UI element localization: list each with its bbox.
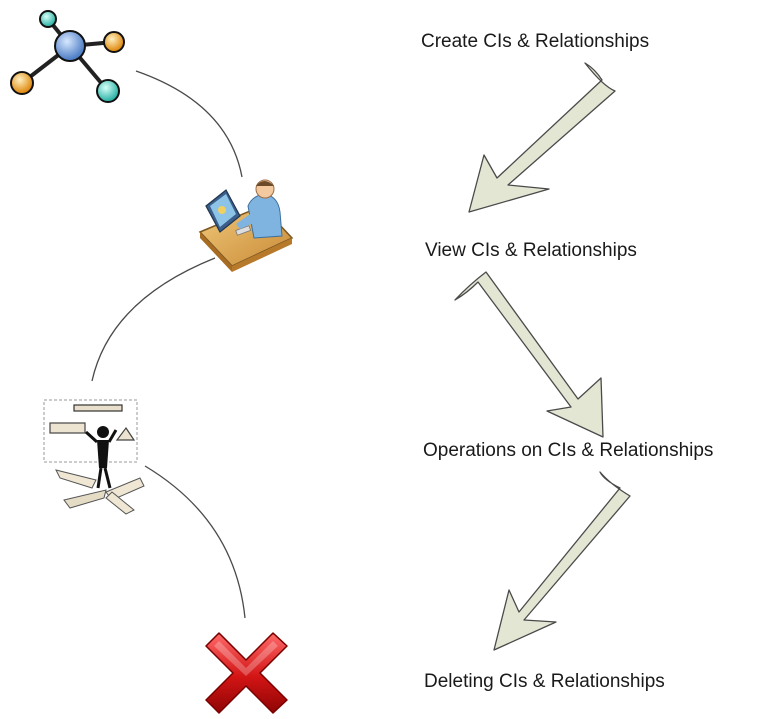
connector-curve-1 bbox=[135, 70, 243, 178]
molecule-network-icon bbox=[10, 10, 125, 103]
step-label-create: Create CIs & Relationships bbox=[421, 31, 650, 52]
step-label-view: View CIs & Relationships bbox=[425, 240, 637, 261]
person-at-computer-icon bbox=[198, 179, 294, 272]
step-label-delete: Deleting CIs & Relationships bbox=[424, 671, 665, 692]
worker-with-blueprints-icon bbox=[43, 399, 145, 515]
step-label-operations: Operations on CIs & Relationships bbox=[423, 440, 714, 461]
flow-arrow-3 bbox=[493, 471, 631, 651]
red-x-delete-icon bbox=[205, 632, 288, 714]
connector-curve-2 bbox=[91, 257, 216, 382]
flow-arrow-2 bbox=[454, 271, 604, 438]
flow-arrow-1 bbox=[468, 62, 616, 213]
connector-curve-3 bbox=[144, 465, 246, 619]
